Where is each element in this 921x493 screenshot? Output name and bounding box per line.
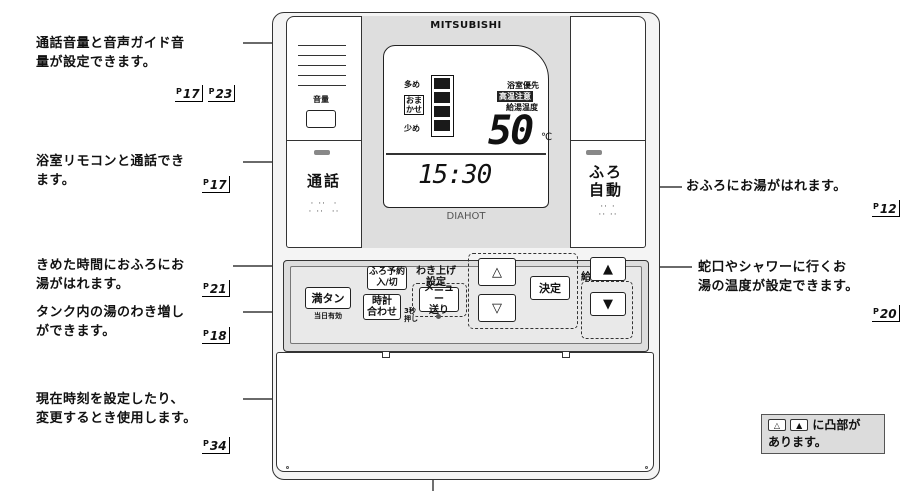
bath-priority: 浴室優先	[507, 81, 539, 90]
callout-auto-bath: おふろにお湯がはれます。	[686, 177, 847, 196]
auto-bath-button[interactable]: ふろ 自動	[576, 163, 636, 199]
temperature-readout: 50	[488, 108, 534, 154]
mic-holes: · ·· ·· ·· ··	[308, 199, 340, 217]
callout-reservation: きめた時間におふろにお 湯がはれます。	[36, 256, 185, 294]
lcd-screen	[383, 45, 549, 208]
callout-clock-line2: 変更するとき使用します。	[36, 411, 197, 426]
callout-clock-line1: 現在時刻を設定したり、	[36, 392, 184, 407]
triangle-filled-icon: ▲	[790, 419, 809, 431]
callout-reservation-line2: 湯がはれます。	[36, 277, 130, 292]
call-led	[314, 150, 330, 155]
level-high: 多め	[404, 80, 420, 89]
water-level-gauge	[431, 75, 454, 137]
auto-led	[586, 150, 602, 155]
note-box: △ ▲ に凸部が あります。	[761, 414, 885, 454]
speaker-holes: ·· ··· ··	[598, 202, 618, 220]
callout-volume: 通話音量と音声ガイド音 量が設定できます。	[36, 34, 185, 72]
callout-auto-line1: おふろにお湯がはれます。	[686, 179, 847, 194]
note-text-2: あります。	[768, 435, 827, 449]
triangle-outline-icon: △	[768, 419, 786, 431]
level-auto: おまかせ	[404, 95, 424, 115]
clock-set-button[interactable]: 時計合わせ	[363, 294, 401, 320]
menu-send-button[interactable]: メニュー送り	[419, 283, 459, 316]
callout-clock-refs: P34	[202, 435, 230, 454]
cover-hole	[286, 466, 289, 469]
mantan-button[interactable]: 満タン	[305, 287, 351, 309]
callout-clock-set: 現在時刻を設定したり、 変更するとき使用します。	[36, 390, 197, 428]
supply-temp-label: 給湯温度	[506, 103, 538, 112]
down-button[interactable]: ▽	[478, 294, 516, 322]
callout-tank-line2: ができます。	[36, 324, 116, 339]
temp-down-button[interactable]: ▼	[590, 292, 626, 316]
bath-reserve-button[interactable]: ふろ予約入/切	[367, 266, 407, 290]
auto-label-2: 自動	[588, 181, 623, 199]
level-low: 少め	[404, 124, 420, 133]
callout-auto-refs: P12	[872, 198, 900, 217]
lcd-divider	[386, 153, 546, 155]
page-ref: P12	[872, 200, 900, 217]
callout-temperature: 蛇口やシャワーに行くお 湯の温度が設定できます。	[698, 258, 859, 296]
press-3s-note: 3秒押し	[404, 307, 418, 323]
callout-temp-refs: P20	[872, 303, 900, 322]
page-ref: P21	[202, 280, 230, 297]
waki-title: わき上げ設定	[416, 266, 456, 288]
right-column	[570, 16, 646, 248]
callout-reservation-refs: P21	[202, 278, 230, 297]
diahot-logo: DIAHOT	[446, 211, 486, 222]
callout-tank-line1: タンク内の湯のわき増し	[36, 305, 185, 320]
volume-button[interactable]	[306, 110, 336, 128]
high-temp-warning: 高温注意	[497, 91, 533, 102]
callout-tank: タンク内の湯のわき増し ができます。	[36, 303, 185, 341]
call-button[interactable]: 通話	[306, 172, 341, 190]
callout-volume-line1: 通話音量と音声ガイド音	[36, 36, 185, 51]
callout-volume-line2: 量が設定できます。	[36, 55, 157, 70]
volume-label: 音量	[313, 95, 329, 104]
divider	[286, 140, 362, 141]
page-ref: P17	[175, 85, 203, 102]
note-text: に凸部が	[812, 418, 861, 432]
page-ref: P20	[872, 305, 900, 322]
callout-call-refs: P17	[202, 174, 230, 193]
divider	[570, 140, 646, 141]
callout-call-line2: ます。	[36, 173, 76, 188]
page-ref: P18	[202, 327, 230, 344]
auto-label-1: ふろ	[588, 163, 623, 181]
page-ref: P23	[207, 85, 236, 102]
page-ref: P34	[202, 437, 230, 454]
temp-group	[581, 281, 633, 339]
temperature-unit: ℃	[541, 132, 553, 143]
mantan-note: 当日有効	[314, 312, 342, 320]
up-button[interactable]: △	[478, 258, 516, 286]
arrow-group	[468, 253, 578, 329]
callout-call-line1: 浴室リモコンと通話でき	[36, 154, 185, 169]
ok-button[interactable]: 決定	[530, 276, 570, 300]
brand-logo: MITSUBISHI	[430, 20, 502, 31]
temp-up-button[interactable]: ▲	[590, 257, 626, 281]
left-column	[286, 16, 362, 248]
callout-call: 浴室リモコンと通話でき ます。	[36, 152, 185, 190]
callout-volume-refs: P17 P23	[175, 83, 236, 102]
clock-readout: 15:30	[418, 160, 492, 190]
front-cover[interactable]	[276, 352, 654, 472]
cover-hole	[645, 466, 648, 469]
indicator-dot	[436, 314, 441, 319]
page-ref: P17	[202, 176, 230, 193]
callout-tank-refs: P18	[202, 325, 230, 344]
callout-reservation-line1: きめた時間におふろにお	[36, 258, 185, 273]
callout-temp-line2: 湯の温度が設定できます。	[698, 279, 859, 294]
callout-temp-line1: 蛇口やシャワーに行くお	[698, 260, 847, 275]
